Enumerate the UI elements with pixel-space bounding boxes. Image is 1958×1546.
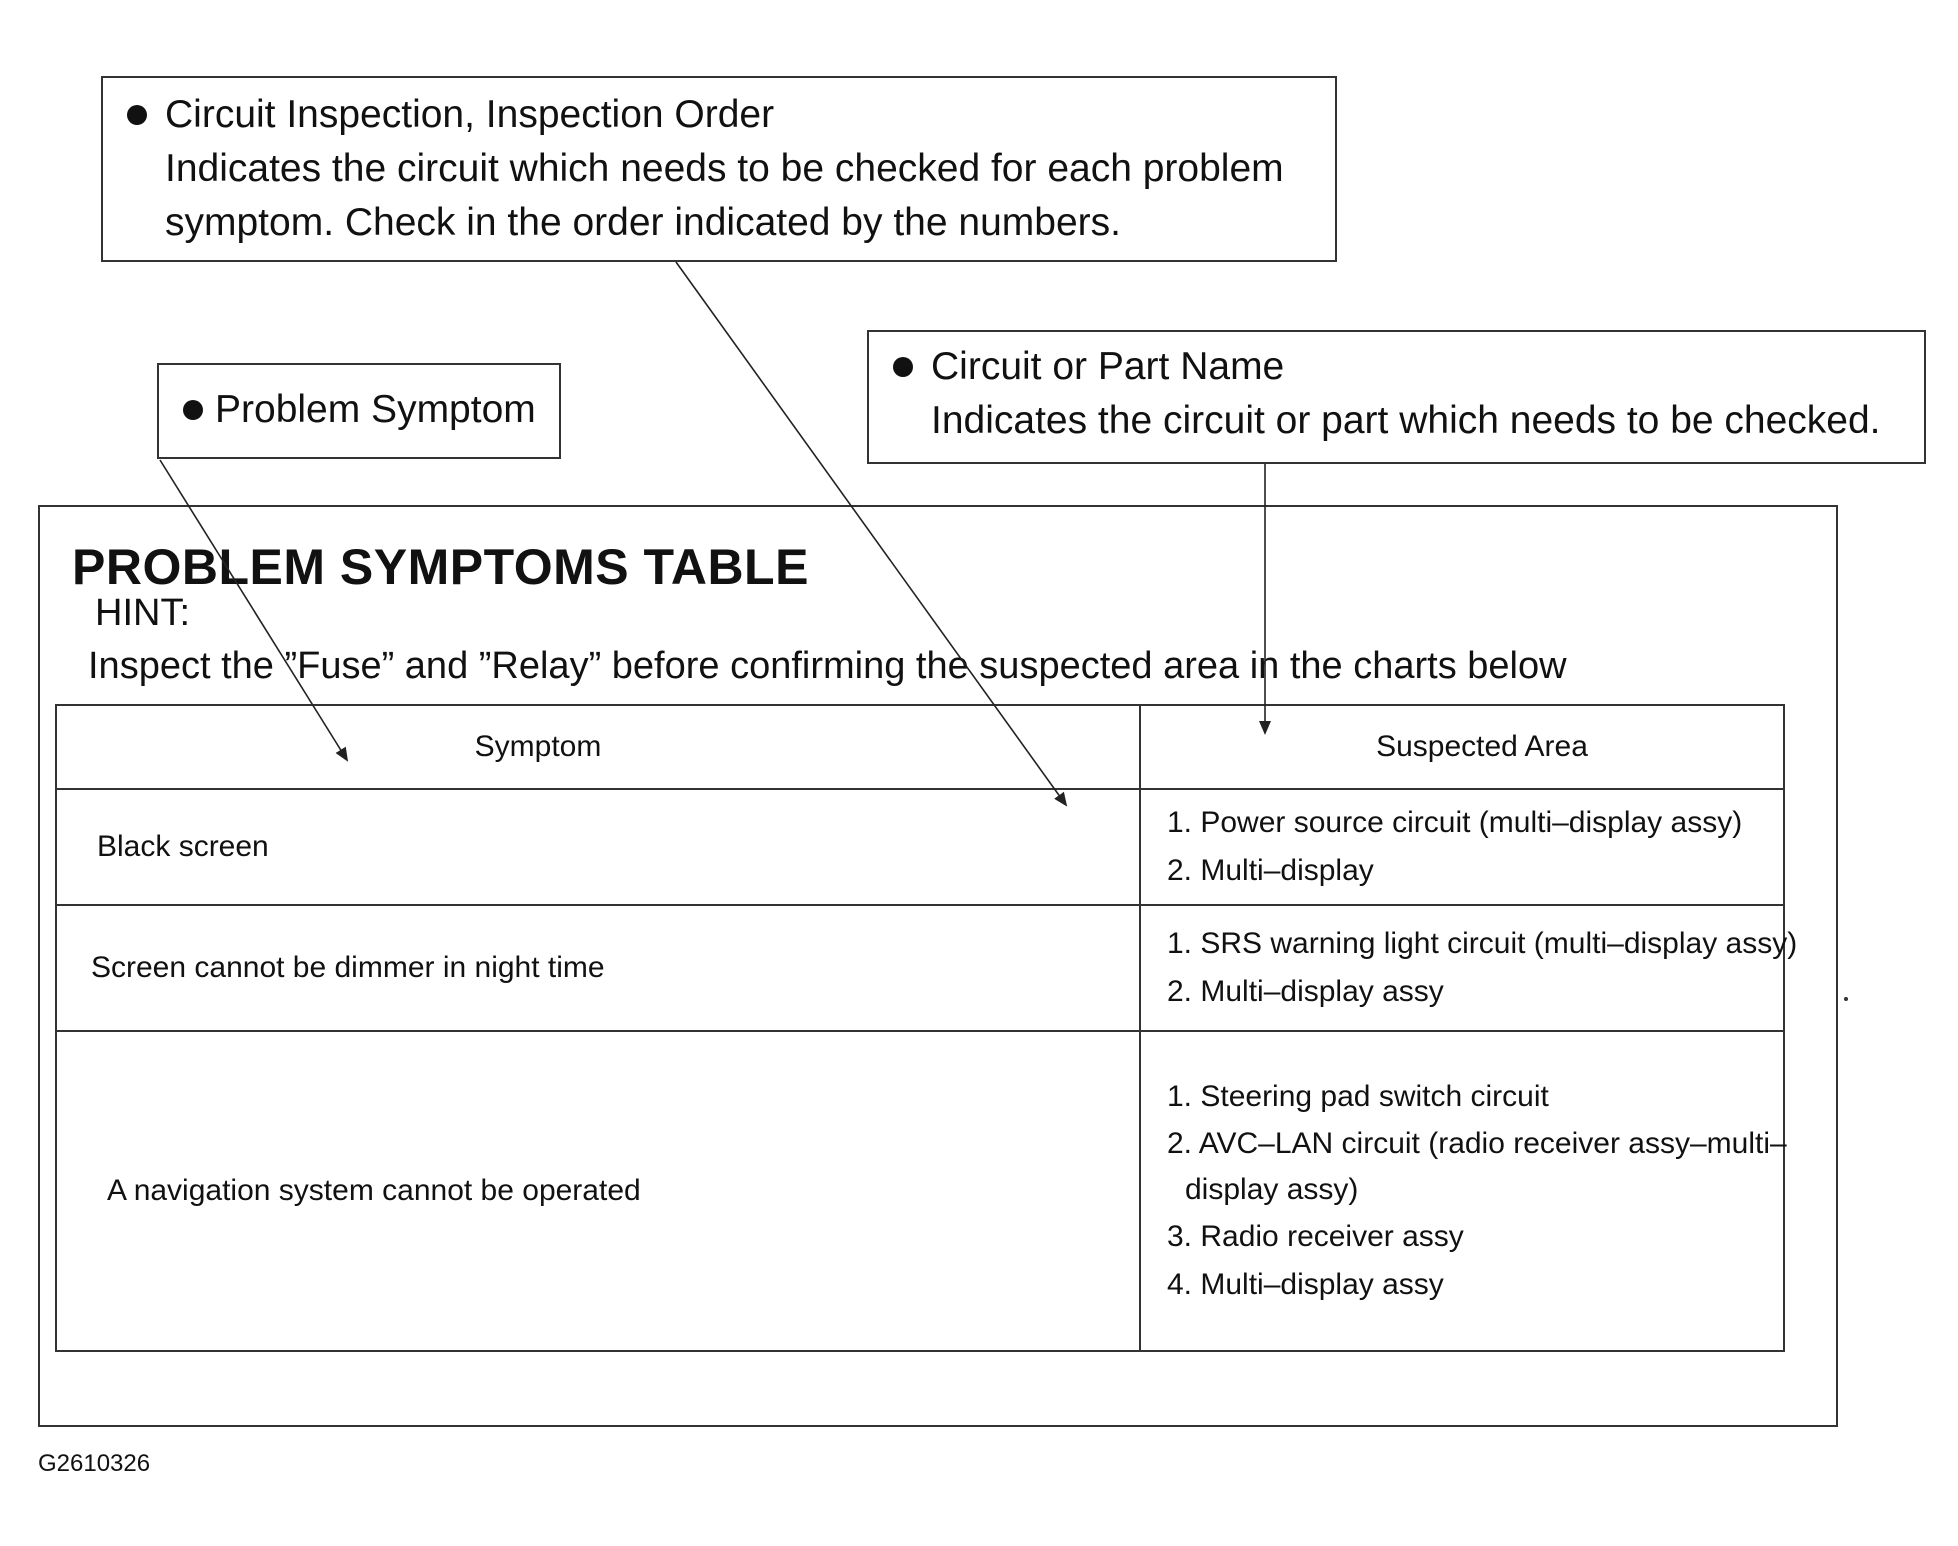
table-row: A navigation system cannot be operated 1…	[55, 1030, 1787, 1352]
suspected-area-item: 1. Power source circuit (multi–display a…	[1167, 806, 1743, 839]
table-header-row: Symptom Suspected Area	[55, 704, 1785, 790]
suspected-area-cell: 1. Steering pad switch circuit 2. AVC–LA…	[1139, 1030, 1787, 1352]
problem-symptoms-table: Symptom Suspected Area Black screen 1. P…	[55, 704, 1798, 1352]
suspected-area-item: 3. Radio receiver assy	[1167, 1220, 1464, 1253]
bullet-icon	[893, 357, 913, 377]
suspected-area-item: 2. Multi–display assy	[1167, 975, 1444, 1008]
bullet-icon	[127, 105, 147, 125]
callout-order-title: Circuit Inspection, Inspection Order	[165, 93, 775, 136]
table-row: Black screen 1. Power source circuit (mu…	[55, 788, 1785, 906]
callout-symptom-title: Problem Symptom	[215, 388, 536, 431]
suspected-area-item: 2. Multi–display	[1167, 854, 1374, 887]
suspected-area-cell: 1. Power source circuit (multi–display a…	[1139, 788, 1785, 906]
symptom-header: Symptom	[55, 704, 1141, 790]
callout-inspection-order: Circuit Inspection, Inspection Order Ind…	[101, 76, 1337, 262]
suspected-area-cell: 1. SRS warning light circuit (multi–disp…	[1139, 904, 1798, 1032]
symptom-cell: Screen cannot be dimmer in night time	[55, 904, 1141, 1032]
callout-order-desc-line1: Indicates the circuit which needs to be …	[165, 147, 1284, 190]
callout-part-name: Circuit or Part Name Indicates the circu…	[867, 330, 1926, 464]
table-row: Screen cannot be dimmer in night time 1.…	[55, 904, 1798, 1032]
hint-text: Inspect the ”Fuse” and ”Relay” before co…	[88, 645, 1567, 687]
symptom-cell: Black screen	[55, 788, 1141, 906]
figure-id: G2610326	[38, 1450, 151, 1477]
suspected-area-item: 1. SRS warning light circuit (multi–disp…	[1167, 927, 1798, 960]
callout-part-desc: Indicates the circuit or part which need…	[931, 399, 1881, 442]
suspected-area-item: 1. Steering pad switch circuit	[1167, 1080, 1549, 1113]
callout-problem-symptom: Problem Symptom	[157, 363, 561, 459]
suspected-area-item: 2. AVC–LAN circuit (radio receiver assy–…	[1167, 1127, 1787, 1206]
hint-label: HINT:	[95, 592, 190, 634]
suspected-area-item: 4. Multi–display assy	[1167, 1268, 1444, 1301]
callout-part-title: Circuit or Part Name	[931, 345, 1285, 388]
bullet-icon	[183, 400, 203, 420]
callout-order-desc-line2: symptom. Check in the order indicated by…	[165, 201, 1121, 244]
symptom-cell: A navigation system cannot be operated	[55, 1030, 1141, 1352]
table-title: PROBLEM SYMPTOMS TABLE	[72, 539, 809, 595]
scan-dot	[1844, 997, 1848, 1001]
suspected-area-header: Suspected Area	[1139, 704, 1785, 790]
